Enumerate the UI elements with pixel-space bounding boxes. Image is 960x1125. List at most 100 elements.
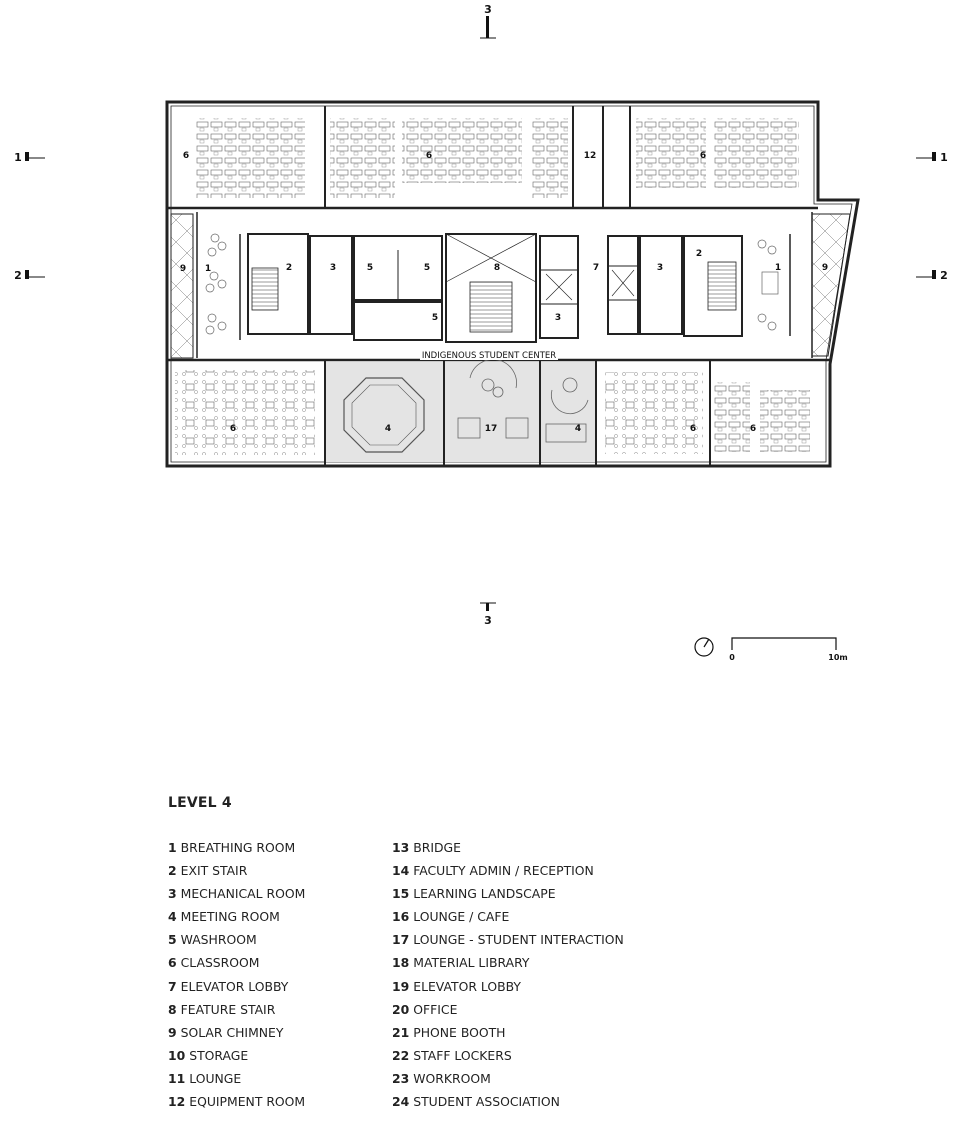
legend-item-number: 16 <box>392 909 410 925</box>
section-marker-top-label: 3 <box>484 3 492 16</box>
room-label: 6 <box>750 424 756 434</box>
section-marker-right-lower: 2 <box>916 269 948 282</box>
room-label: 6 <box>230 424 236 434</box>
legend-item-name: STORAGE <box>189 1047 249 1063</box>
room-label: 7 <box>593 263 599 273</box>
legend-item-number: 14 <box>392 863 410 879</box>
legend-item-name: FACULTY ADMIN / RECEPTION <box>413 863 594 879</box>
section-marker-bottom: 3 <box>480 602 496 627</box>
legend-item-name: MATERIAL LIBRARY <box>413 955 530 971</box>
classroom-desks-a <box>195 118 305 198</box>
legend-title: LEVEL 4 <box>168 795 232 811</box>
section-marker-right-upper-label: 1 <box>940 151 948 164</box>
section-marker-top: 3 <box>480 3 496 39</box>
room-label: 9 <box>180 264 186 274</box>
legend-item-name: OFFICE <box>413 1001 458 1017</box>
legend-item-number: 17 <box>392 932 410 948</box>
legend-item-number: 2 <box>168 863 177 879</box>
legend-item-number: 19 <box>392 978 410 994</box>
legend-item-name: STAFF LOCKERS <box>413 1047 512 1063</box>
legend-item-name: ELEVATOR LOBBY <box>180 978 289 994</box>
classroom-desks-f2 <box>760 390 810 452</box>
room-label: 9 <box>822 263 828 273</box>
room-label: 12 <box>584 151 597 161</box>
legend-item-number: 4 <box>168 909 177 925</box>
room-label: 8 <box>494 263 500 273</box>
exit-stair-left <box>251 267 279 311</box>
section-marker-left-lower-label: 2 <box>14 269 22 282</box>
legend-item-number: 23 <box>392 1070 410 1086</box>
legend-item-name: LEARNING LANDSCAPE <box>413 886 556 902</box>
scale-end-label: 10m <box>828 653 847 662</box>
top-band <box>167 106 818 210</box>
classroom-desks-b3 <box>532 118 568 198</box>
exit-stair-right <box>707 261 737 311</box>
room-labels: 6 6 12 6 9 1 2 3 5 5 5 8 7 3 3 2 1 9 6 4… <box>180 151 828 434</box>
legend-item-number: 12 <box>168 1094 186 1110</box>
legend-item-number: 15 <box>392 886 410 902</box>
room-label: 3 <box>657 263 663 273</box>
floor-plan: 3 3 1 1 2 2 <box>14 3 948 662</box>
round-table <box>343 377 425 453</box>
bottom-band <box>167 358 830 466</box>
legend-item-name: STUDENT ASSOCIATION <box>413 1094 560 1110</box>
section-marker-bottom-label: 3 <box>484 614 492 627</box>
legend-item-name: LOUNGE / CAFE <box>413 909 510 925</box>
solar-chimney-left <box>170 213 194 359</box>
classroom-clusters-e <box>605 372 703 454</box>
legend-item-number: 1 <box>168 840 177 855</box>
section-marker-left-upper-label: 1 <box>14 151 22 164</box>
meeting-room-b-highlight <box>541 362 595 462</box>
room-label: 4 <box>575 424 581 434</box>
lounge-highlight <box>445 362 539 462</box>
legend-item-name: LOUNGE - STUDENT INTERACTION <box>413 932 624 948</box>
room-label: 2 <box>286 263 292 273</box>
legend-item-number: 6 <box>168 955 177 971</box>
room-label: 5 <box>424 263 430 273</box>
legend-item-number: 7 <box>168 978 177 994</box>
classroom-desks-f1 <box>714 382 750 452</box>
legend-item-name: FEATURE STAIR <box>180 1001 276 1017</box>
legend-item-name: SOLAR CHIMNEY <box>180 1024 284 1040</box>
legend-item-name: BREATHING ROOM <box>180 840 296 855</box>
lounge-seating <box>457 359 529 439</box>
legend-item-name: PHONE BOOTH <box>413 1024 506 1040</box>
meeting-b-furniture <box>545 377 589 443</box>
legend-item-number: 10 <box>168 1047 186 1063</box>
classroom-desks-b1 <box>330 118 395 198</box>
room-label: 3 <box>555 313 561 323</box>
legend-item-name: WASHROOM <box>180 932 257 948</box>
legend-item-name: MECHANICAL ROOM <box>180 886 306 902</box>
legend-item-name: WORKROOM <box>413 1070 491 1086</box>
room-label: 3 <box>330 263 336 273</box>
room-label: 4 <box>385 424 391 434</box>
legend-item-number: 24 <box>392 1094 410 1110</box>
room-label: 6 <box>690 424 696 434</box>
section-marker-left-lower: 2 <box>14 269 45 282</box>
classroom-desks-c2 <box>714 118 799 188</box>
room-label: 5 <box>432 313 438 323</box>
room-label: 1 <box>775 263 781 273</box>
room-label: 5 <box>367 263 373 273</box>
room-label: 1 <box>205 264 211 274</box>
legend-item-name: EXIT STAIR <box>180 863 248 879</box>
feature-stair <box>469 281 513 333</box>
